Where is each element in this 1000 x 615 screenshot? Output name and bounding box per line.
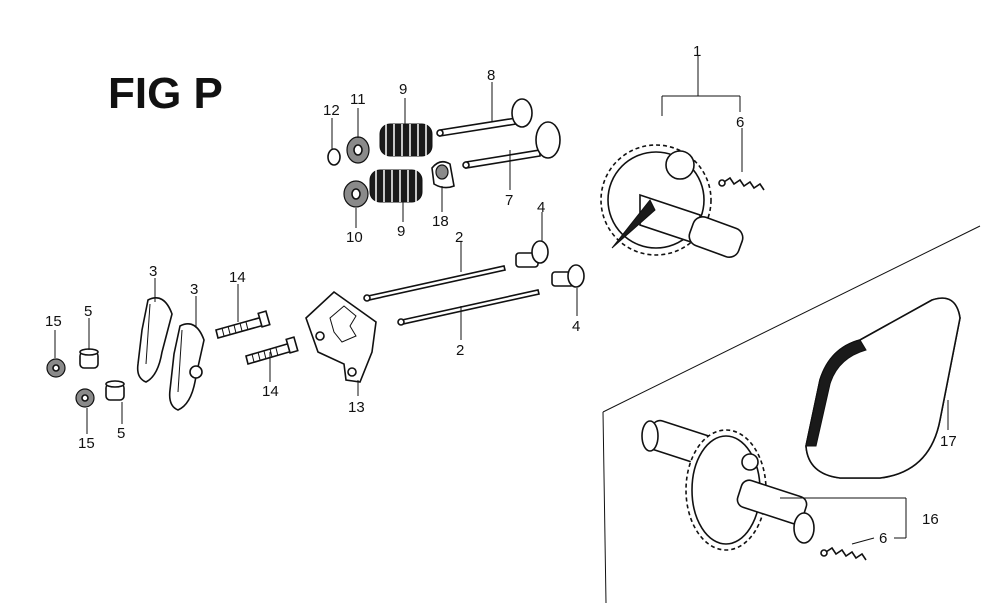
rocker-arm-pivot-upper [79,348,99,369]
callout-5-top: 5 [84,303,92,320]
rocker-arm-pivot-lower [105,380,125,401]
pivot-nut-lower [75,388,95,408]
callout-8: 8 [487,67,495,84]
rocker-arm-pivot-bolt-upper [215,310,271,339]
callout-15-top: 15 [45,313,62,330]
callout-17: 17 [940,433,957,450]
tappet-lower [551,264,585,288]
callout-10: 10 [346,229,363,246]
callout-12: 12 [323,102,340,119]
crankshaft-gear-assembly [641,419,815,551]
leader-lines [54,56,949,545]
decompressor-spring-bottom [825,546,867,561]
push-rod-guide-plate [305,290,377,383]
valve-stem-seal-18 [431,160,455,189]
callout-14-top: 14 [229,269,246,286]
valve-spring-retainer-11 [346,136,370,164]
callout-1: 1 [693,43,701,60]
callout-15-bottom: 15 [78,435,95,452]
callout-9-top: 9 [399,81,407,98]
push-rod-lower [397,289,540,326]
valve-spring-lower [369,169,423,203]
callout-2-bottom: 2 [456,342,464,359]
valve-spring-upper [379,123,433,157]
intake-valve [462,121,561,169]
camshaft-gear-assembly [600,144,744,258]
callout-4-top: 4 [537,199,545,216]
rocker-arm-right [168,323,205,411]
callout-11: 11 [350,91,366,108]
rocker-arm-left [136,297,173,383]
inset-panel-border [602,225,981,604]
valve-spring-retainer-10 [343,180,369,208]
callout-7: 7 [505,192,513,209]
callout-6-bottom: 6 [879,530,887,547]
exhaust-valve [436,98,533,137]
callout-4-bottom: 4 [572,318,580,335]
callout-5-bottom: 5 [117,425,125,442]
figure-title: FIG P [108,69,223,118]
push-rod-upper [363,265,506,302]
callout-9-bottom: 9 [397,223,405,240]
decompressor-spring-top [723,176,765,191]
rocker-arm-pivot-bolt-lower [245,336,299,366]
callout-13: 13 [348,399,365,416]
cam-chain-belt [805,297,961,479]
callout-18: 18 [432,213,449,230]
callout-2-top: 2 [455,229,463,246]
pivot-nut-upper [46,358,66,378]
callout-14-bottom: 14 [262,383,279,400]
callout-16: 16 [922,511,939,528]
callout-3-right: 3 [190,281,198,298]
valve-rotator-12 [327,148,341,166]
callout-6-top: 6 [736,114,744,131]
callout-3-left: 3 [149,263,157,280]
tappet-upper [515,240,549,268]
